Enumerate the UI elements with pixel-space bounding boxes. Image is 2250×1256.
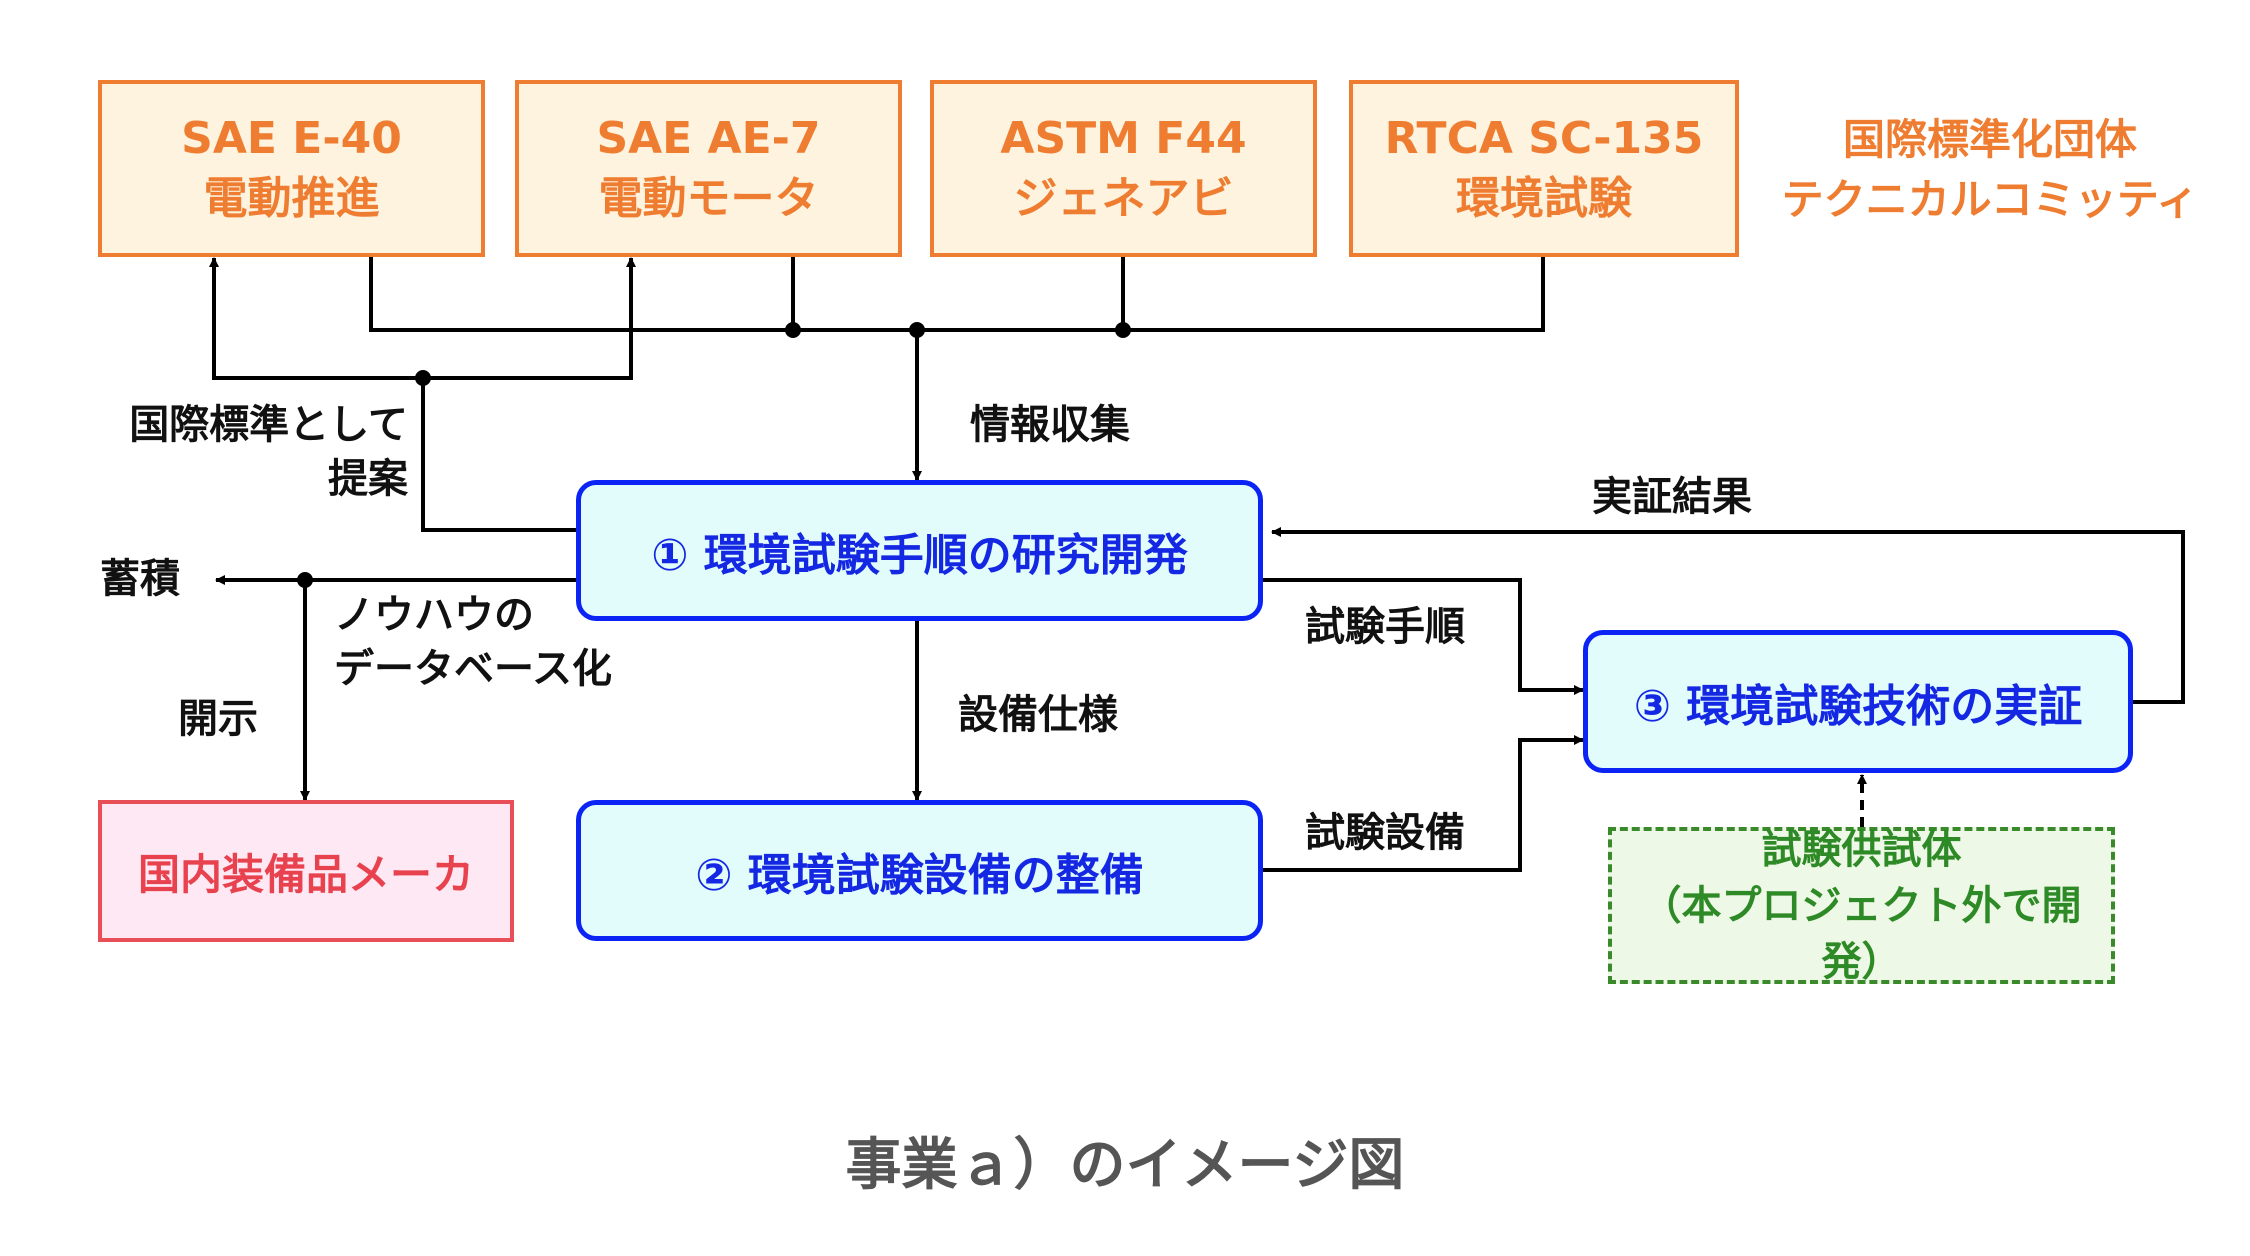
label-test-procedure: 試験手順 bbox=[1305, 604, 1465, 650]
junction-dot bbox=[909, 322, 925, 338]
org-name: SAE AE-7 bbox=[596, 112, 821, 164]
label-accumulate: 蓄積 bbox=[100, 556, 180, 602]
label-propose-line1: 国際標準として bbox=[129, 402, 408, 448]
org-box-sae-ae7: SAE AE-7 電動モータ bbox=[515, 80, 902, 257]
test-article-box: 試験供試体 （本プロジェクト外で開発） bbox=[1608, 827, 2115, 985]
label-info-collection: 情報収集 bbox=[970, 402, 1130, 448]
label-propose: 国際標準として 提案 bbox=[98, 398, 408, 506]
label-equipment-spec: 設備仕様 bbox=[958, 692, 1118, 738]
org-group-label: 国際標準化団体 テクニカルコミッティ bbox=[1770, 110, 2210, 230]
process-equipment: ② 環境試験設備の整備 bbox=[576, 800, 1263, 941]
junction-dot bbox=[1115, 322, 1131, 338]
figure-caption: 事業ａ）のイメージ図 bbox=[845, 1133, 1405, 1198]
org-name: SAE E-40 bbox=[181, 112, 402, 164]
process-research: ① 環境試験手順の研究開発 bbox=[576, 480, 1263, 621]
process-research-label: ① 環境試験手順の研究開発 bbox=[651, 529, 1188, 581]
arrow-test-procedure bbox=[1263, 578, 1584, 695]
process-demo-label: ③ 環境試験技術の実証 bbox=[1633, 680, 2083, 732]
junction-dot bbox=[785, 322, 801, 338]
label-propose-line2: 提案 bbox=[328, 456, 408, 502]
test-article-note: （本プロジェクト外で開発） bbox=[1641, 882, 2082, 985]
arrow-test-equipment bbox=[1263, 735, 1584, 872]
org-box-rtca-sc135: RTCA SC-135 環境試験 bbox=[1349, 80, 1739, 257]
junction-dot bbox=[415, 370, 431, 386]
label-demo-result: 実証結果 bbox=[1592, 474, 1752, 520]
line-propose bbox=[421, 378, 576, 532]
label-knowhow: ノウハウの データベース化 bbox=[334, 588, 612, 696]
process-demo: ③ 環境試験技術の実証 bbox=[1583, 630, 2133, 773]
label-knowhow-line1: ノウハウの bbox=[334, 592, 534, 638]
org-name: ASTM F44 bbox=[1000, 112, 1247, 164]
org-sub: ジェネアビ bbox=[1013, 172, 1234, 224]
process-equipment-label: ② 環境試験設備の整備 bbox=[695, 849, 1144, 901]
test-article-title: 試験供試体 bbox=[1761, 826, 1962, 873]
org-group-label-line1: 国際標準化団体 bbox=[1842, 115, 2137, 164]
label-disclose: 開示 bbox=[178, 696, 258, 742]
org-box-sae-e40: SAE E-40 電動推進 bbox=[98, 80, 485, 257]
label-knowhow-line2: データベース化 bbox=[334, 646, 612, 692]
manufacturer-label: 国内装備品メーカ bbox=[137, 849, 474, 899]
manufacturer-box: 国内装備品メーカ bbox=[98, 800, 514, 942]
org-box-astm-f44: ASTM F44 ジェネアビ bbox=[930, 80, 1317, 257]
org-group-label-line2: テクニカルコミッティ bbox=[1781, 175, 2199, 224]
org-name: RTCA SC-135 bbox=[1384, 112, 1704, 164]
label-test-equipment: 試験設備 bbox=[1305, 810, 1465, 856]
junction-dot bbox=[297, 572, 313, 588]
org-sub: 電動モータ bbox=[598, 172, 819, 224]
org-sub: 電動推進 bbox=[203, 172, 380, 224]
org-sub: 環境試験 bbox=[1456, 172, 1632, 224]
arrow-demo-result bbox=[1271, 527, 2185, 704]
